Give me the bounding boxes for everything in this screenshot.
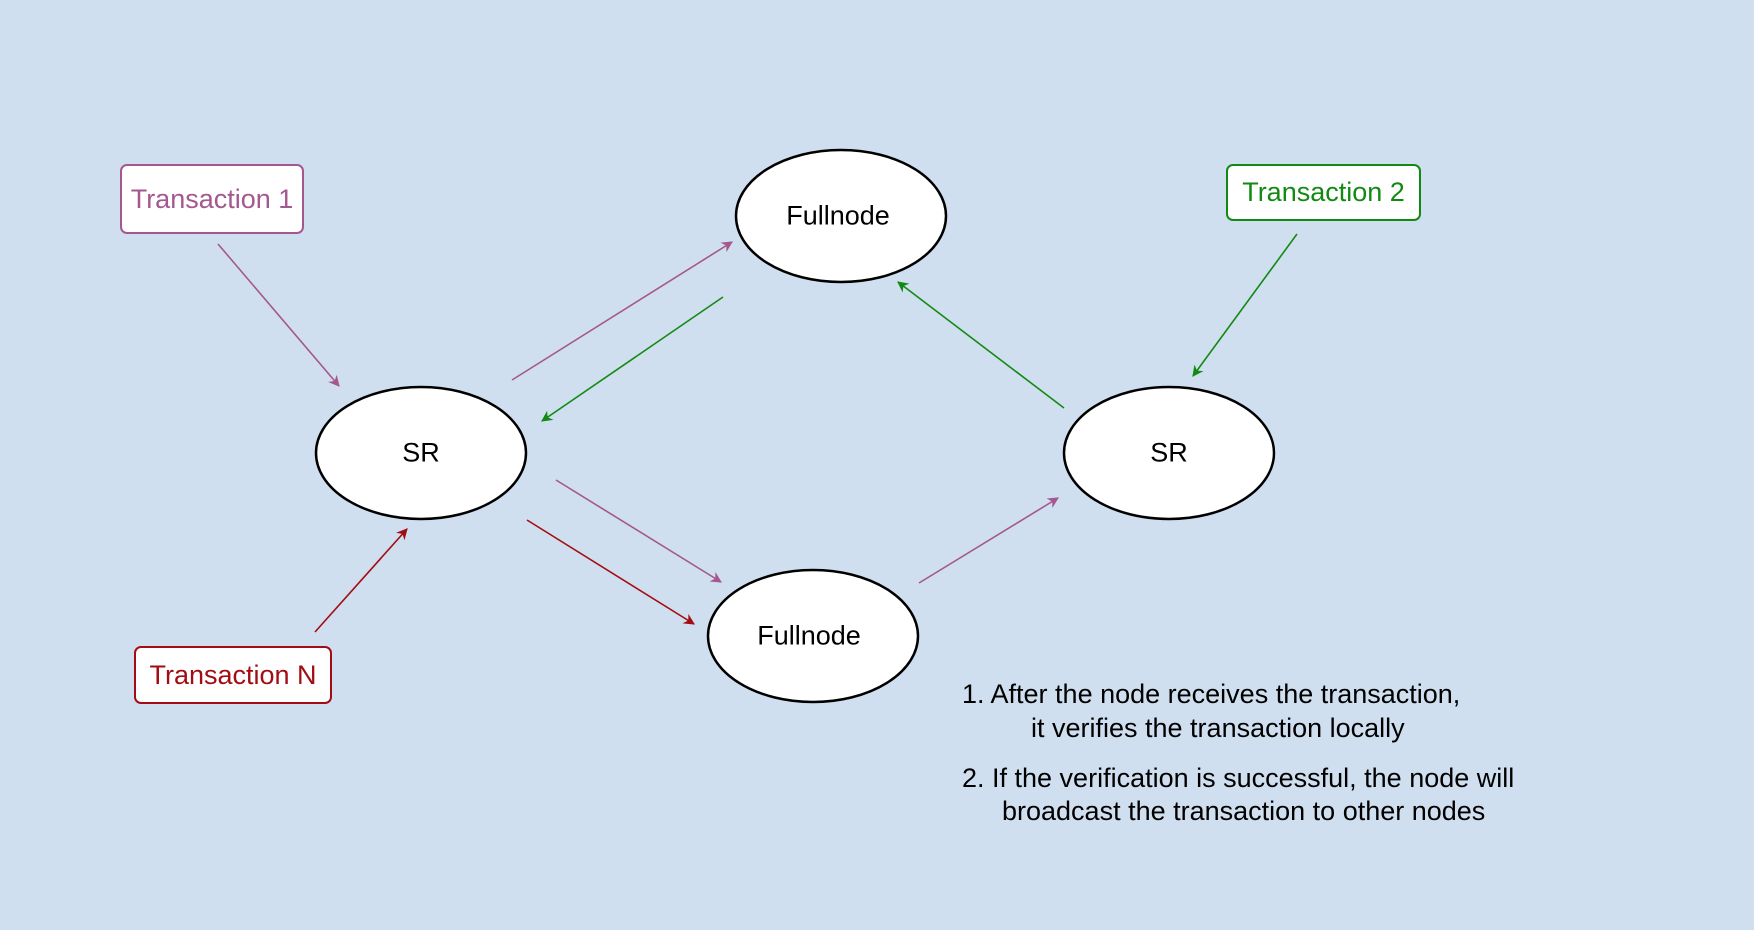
arrow-txn-to-sr-left	[314, 528, 408, 633]
fullnode-top-node	[734, 148, 948, 284]
fullnode-bottom-label: Fullnode	[757, 620, 861, 651]
note-step-1-line-1: 1. After the node receives the transacti…	[962, 679, 1461, 709]
arrow-tx1-to-sr-left	[217, 243, 340, 387]
fullnode-top-label: Fullnode	[786, 200, 890, 231]
arrow-tx2-to-sr-right	[1192, 233, 1298, 377]
arrow-fullnode-top-to-sr-left	[541, 296, 724, 422]
note-step-2-line-1: 2. If the verification is successful, th…	[962, 763, 1515, 793]
note-step-1-line-2: it verifies the transaction locally	[1031, 713, 1405, 743]
transaction-n-box: Transaction N	[134, 646, 332, 704]
fullnode-bottom-node	[706, 568, 920, 704]
sr-left-label: SR	[402, 437, 440, 468]
sr-right-label: SR	[1150, 437, 1188, 468]
note-step-2-line-2: broadcast the transaction to other nodes	[1002, 796, 1486, 826]
transaction-2-box: Transaction 2	[1226, 164, 1421, 221]
arrow-fullnode-bottom-to-sr-right	[918, 497, 1059, 584]
arrow-sr-left-to-fullnode-top	[511, 241, 733, 381]
sr-right-node	[1062, 385, 1276, 521]
sr-left-node	[314, 385, 528, 521]
transaction-1-box: Transaction 1	[120, 164, 304, 234]
arrow-sr-right-to-fullnode-top	[897, 281, 1065, 409]
arrow-sr-left-to-fullnode-bottom-purple	[555, 479, 722, 583]
arrow-sr-left-to-fullnode-bottom-red	[526, 519, 695, 625]
